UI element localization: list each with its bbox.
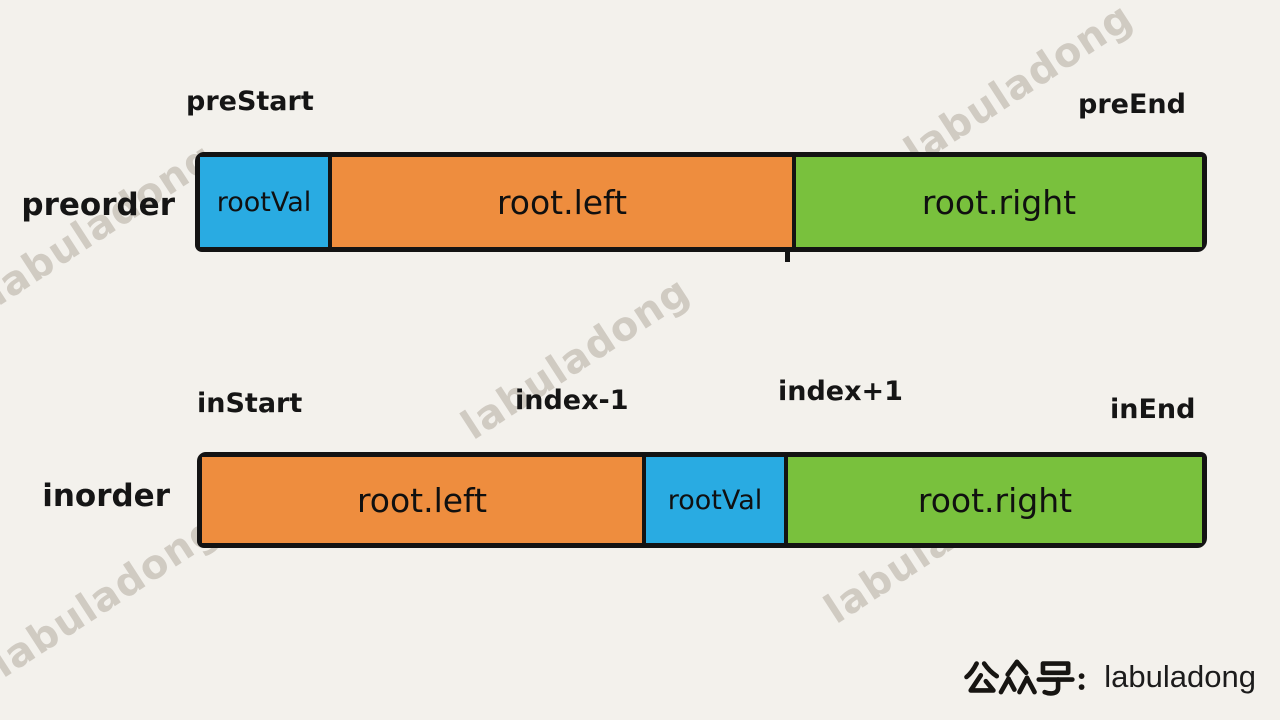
watermark-left: labuladong	[0, 133, 224, 316]
signature: labuladong	[964, 656, 1256, 698]
pointer-preend: preEnd	[1078, 89, 1186, 120]
preorder-boundary-tick	[785, 248, 790, 262]
preorder-array-bar: rootVal root.left root.right	[195, 152, 1207, 252]
row-label-preorder: preorder	[21, 187, 175, 223]
preorder-segment-root-right: root.right	[792, 157, 1202, 247]
inorder-segment-rootval: rootVal	[642, 457, 784, 543]
inorder-array-bar: root.left rootVal root.right	[197, 452, 1207, 548]
watermark-top-right: labuladong	[896, 0, 1142, 176]
pointer-inend: inEnd	[1110, 394, 1196, 425]
preorder-segment-root-left: root.left	[328, 157, 792, 247]
pointer-index-minus-1: index-1	[515, 385, 629, 416]
wechat-seal-icon	[964, 659, 1085, 696]
watermark-bottom-left: labuladong	[0, 505, 229, 688]
inorder-segment-root-left: root.left	[202, 457, 642, 543]
row-label-inorder: inorder	[42, 478, 170, 514]
watermark-center: labuladong	[453, 267, 699, 450]
pointer-prestart: preStart	[186, 86, 314, 117]
preorder-segment-rootval: rootVal	[200, 157, 328, 247]
pointer-instart: inStart	[197, 388, 303, 419]
signature-brand-text: labuladong	[1104, 659, 1256, 694]
inorder-segment-root-right: root.right	[784, 457, 1202, 543]
pointer-index-plus-1: index+1	[778, 376, 903, 407]
